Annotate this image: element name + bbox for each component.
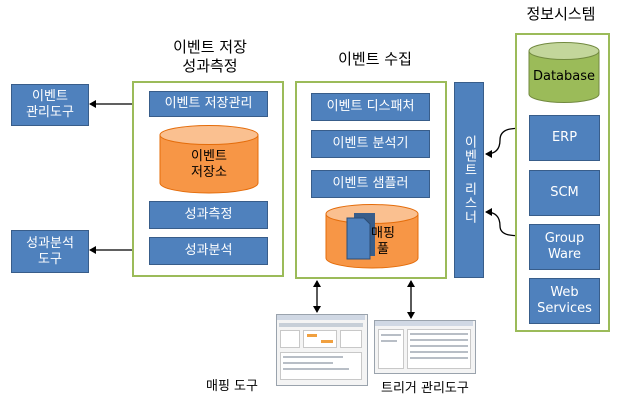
database-label: Database [532, 69, 596, 84]
listener-label: 이벤트 리스너 [461, 135, 477, 225]
listener-bar [454, 82, 484, 278]
event-mgmt-tool-box: 이벤트 관리도구 [11, 84, 89, 126]
mapping-pool-label: 매핑 풀 [371, 226, 395, 257]
analyzer-box: 이벤트 분석기 [311, 130, 430, 158]
analysis-tool-box: 성과분석 도구 [11, 230, 89, 273]
collect-panel-title: 이벤트 수집 [338, 50, 412, 68]
mapping-tool-thumbnail [276, 314, 368, 386]
event-store-cylinder [159, 125, 259, 194]
measure-box: 성과측정 [149, 201, 268, 229]
info-systems-title: 정보시스템 [526, 5, 596, 23]
dispatcher-box: 이벤트 디스패처 [311, 93, 430, 121]
trigger-tool-thumbnail [374, 320, 476, 374]
analysis-box: 성과분석 [149, 237, 268, 265]
web-services-box: Web Services [529, 278, 600, 324]
event-store-label: 이벤트 저장소 [191, 149, 227, 180]
document-icon [346, 213, 375, 260]
scm-box: SCM [529, 170, 600, 216]
storage-panel-title: 이벤트 저장 성과측정 [173, 38, 247, 75]
groupware-box: Group Ware [529, 224, 600, 270]
mapping-tool-caption: 매핑 도구 [206, 379, 258, 394]
trigger-tool-caption: 트리거 관리도구 [381, 381, 469, 396]
sampler-box: 이벤트 샘플러 [311, 170, 430, 198]
storage-mgmt-box: 이벤트 저장관리 [149, 91, 268, 117]
database-cylinder [528, 42, 600, 103]
erp-box: ERP [529, 115, 600, 161]
